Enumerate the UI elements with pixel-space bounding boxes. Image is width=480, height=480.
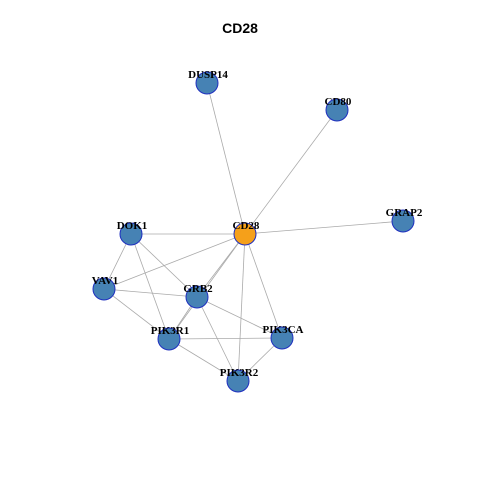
node-cd28	[233, 222, 257, 246]
edge-cd28-pik3r2	[237, 233, 246, 382]
node-dok1	[119, 222, 143, 246]
node-label-pik3ca: PIK3CA	[263, 324, 304, 336]
graph-title: CD28	[222, 20, 258, 36]
edge-cd28-pik3r1	[168, 233, 246, 340]
edge-layer	[103, 82, 404, 382]
edge-dok1-grb2	[130, 233, 198, 298]
edge-cd28-dusp14	[206, 82, 246, 235]
edge-vav1-pik3r1	[103, 288, 170, 340]
edge-grb2-pik3ca	[196, 296, 283, 339]
node-label-grb2: GRB2	[183, 283, 213, 295]
edge-cd28-cd80	[244, 109, 338, 235]
node-dusp14	[195, 71, 219, 95]
node-layer	[92, 71, 415, 393]
node-cd80	[325, 98, 349, 122]
edge-cd28-grap2	[244, 220, 404, 235]
edge-pik3r1-pik3ca	[168, 337, 283, 340]
node-pik3ca	[270, 326, 294, 350]
node-label-cd28: CD28	[233, 220, 260, 232]
node-grap2	[391, 209, 415, 233]
node-label-grap2: GRAP2	[386, 207, 423, 219]
node-vav1	[92, 277, 116, 301]
edge-cd28-vav1	[103, 233, 246, 290]
node-pik3r1	[157, 327, 181, 351]
node-grb2	[185, 285, 209, 309]
node-label-vav1: VAV1	[92, 275, 119, 287]
edge-dok1-pik3r1	[130, 233, 170, 340]
node-pik3r2	[226, 369, 250, 393]
edge-grb2-pik3r2	[196, 296, 239, 382]
edge-pik3r1-pik3r2	[168, 338, 239, 382]
edge-vav1-grb2	[103, 288, 198, 298]
node-label-dusp14: DUSP14	[188, 69, 228, 81]
node-label-pik3r1: PIK3R1	[151, 325, 190, 337]
node-label-dok1: DOK1	[117, 220, 148, 232]
node-label-pik3r2: PIK3R2	[220, 367, 259, 379]
node-label-cd80: CD80	[325, 96, 352, 108]
edge-cd28-pik3ca	[244, 233, 283, 339]
